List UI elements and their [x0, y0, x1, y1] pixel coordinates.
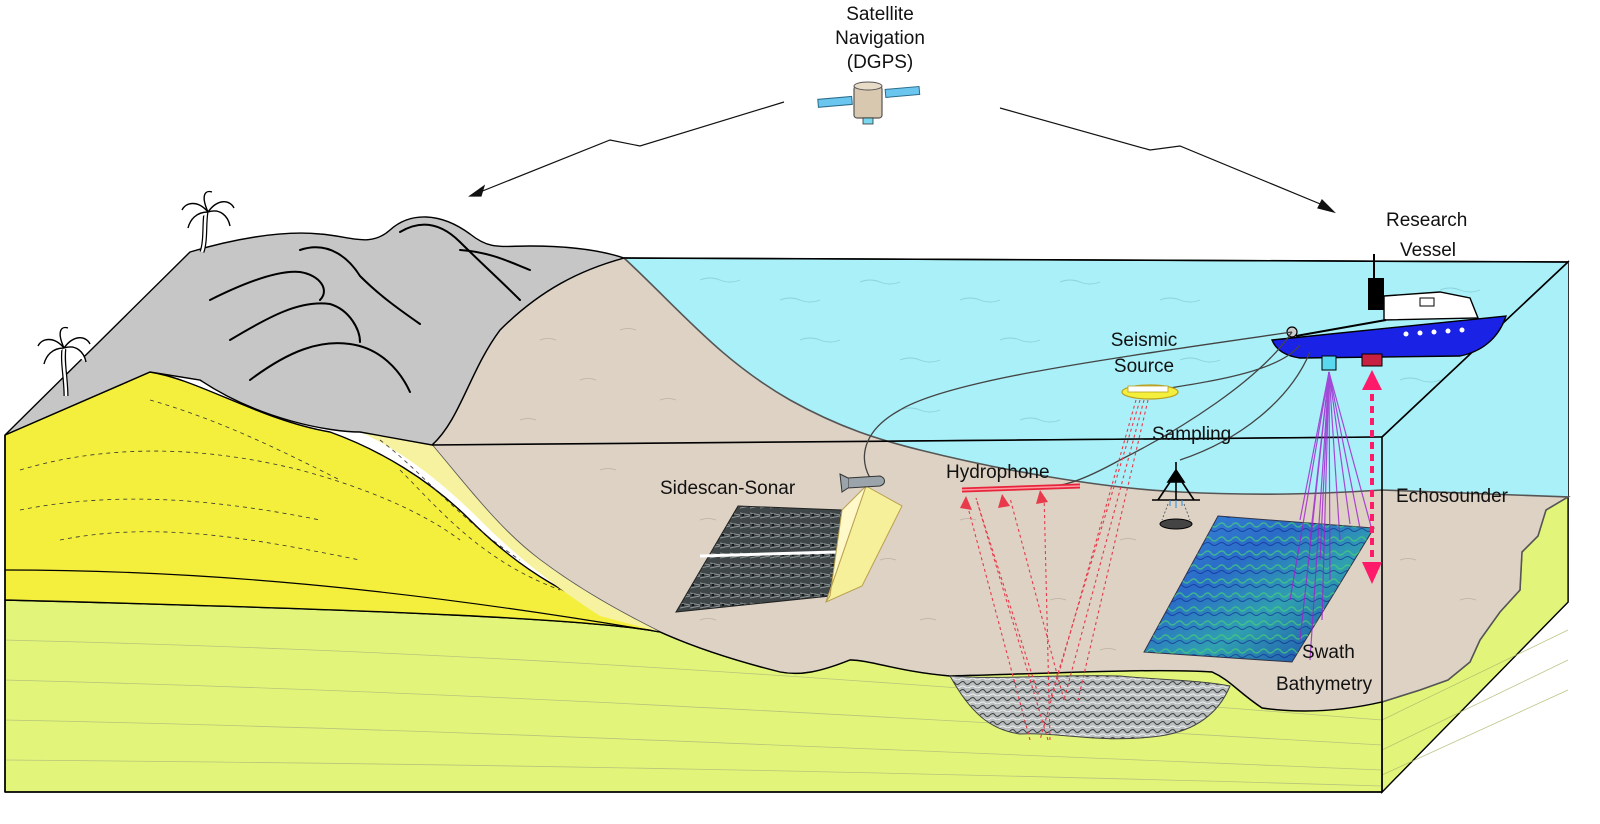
seismic-label-line-1: Seismic [1111, 330, 1178, 351]
sediment-strata [4, 639, 1383, 787]
label-research-vessel: Research Vessel [1386, 210, 1467, 261]
satellite-label-line-2: Navigation [835, 28, 925, 49]
mountain-ridges [209, 223, 531, 393]
label-hydrophone: Hydrophone [946, 462, 1050, 483]
navigation-signal-lines [468, 101, 1336, 214]
sidescan-towfish-icon [839, 473, 885, 493]
coastal-sand-body [4, 371, 661, 633]
seismic-label-line-2: Source [1114, 356, 1174, 377]
satellite-label-line-1: Satellite [846, 4, 914, 25]
sampling-frame-icon [1152, 462, 1200, 530]
label-swath-bathymetry: Swath Bathymetry [1276, 642, 1373, 695]
swath-label-line-2: Bathymetry [1276, 674, 1373, 695]
label-echosounder: Echosounder [1396, 486, 1509, 507]
swath-label-line-1: Swath [1302, 642, 1355, 663]
research-vessel-icon [1271, 254, 1508, 371]
palm-tree-icon [181, 190, 235, 253]
seismic-ray-arrows [960, 490, 1048, 510]
seismic-source-icon [1121, 384, 1179, 400]
coastal-mountains [4, 216, 627, 446]
satellite-label-line-3: (DGPS) [847, 52, 914, 73]
sidescan-sonar-swath [675, 485, 903, 613]
hydrophone-streamer [961, 483, 1081, 493]
water-column-front [432, 437, 1382, 590]
label-sidescan-sonar: Sidescan-Sonar [660, 478, 796, 499]
basin-seafloor-texture [949, 675, 1231, 740]
seafloor-texture [519, 328, 1477, 651]
block-outline [4, 257, 1569, 793]
seismic-rays [965, 399, 1149, 741]
label-satellite: Satellite Navigation (DGPS) [835, 4, 925, 73]
vessel-label-line-2: Vessel [1400, 240, 1456, 261]
echosounder-arrow [1362, 370, 1382, 584]
satellite-icon [817, 81, 921, 125]
swath-beams [1289, 371, 1373, 661]
label-seismic-source: Seismic Source [1111, 330, 1178, 377]
sea-surface-ripples [699, 277, 1481, 423]
palm-tree-icon [37, 326, 91, 397]
vessel-label-line-1: Research [1386, 210, 1467, 231]
label-sampling: Sampling [1152, 424, 1231, 445]
sand-bedding [19, 399, 561, 591]
